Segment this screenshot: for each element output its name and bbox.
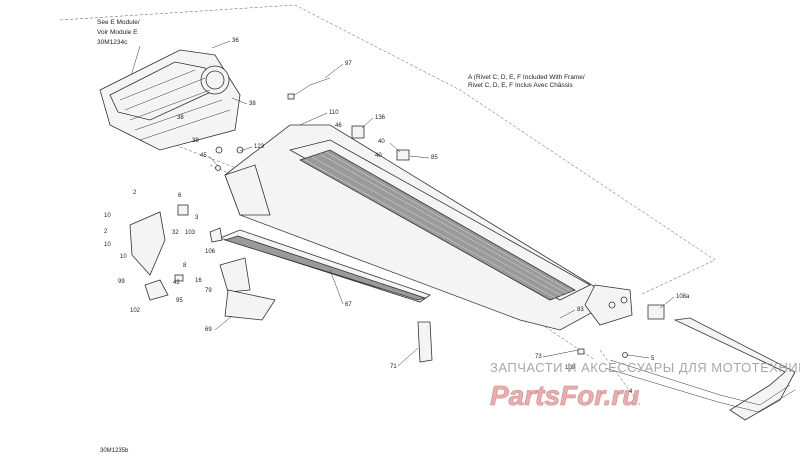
callout-103: 103 [185,230,196,236]
callout-46: 46 [335,123,342,129]
callout-40-b: 40 [375,153,382,159]
watermark: ЗАПЧАСТИ И АКСЕССУАРЫ ДЛЯ МОТОТЕХНИКИ Pa… [490,360,800,411]
rear-bumper [604,317,796,421]
callout-106: 106 [205,249,216,255]
callout-85: 85 [431,155,438,161]
callout-32: 32 [172,230,179,236]
callout-10-c: 10 [120,254,127,260]
callout-71: 71 [390,364,397,370]
callout-4: 4 [629,389,633,395]
callout-8: 8 [183,263,187,269]
callout-99: 99 [118,279,125,285]
callout-97: 97 [345,61,352,67]
callout-83: 83 [577,307,584,313]
callout-16: 16 [195,278,202,284]
left-brackets [129,204,276,321]
callout-45: 45 [200,153,207,159]
callout-10-b: 10 [104,242,111,248]
watermark-logo: PartsFor.ru [490,380,639,411]
callout-108a: 108a [676,294,690,300]
diagram-code: 30M1235b [100,448,129,454]
callout-42: 42 [173,280,180,286]
callout-40-a: 40 [378,139,385,145]
callout-5: 5 [651,356,655,362]
callout-labels: 36 97 38 38 110 136 46 38 40 123 45 85 4… [104,38,690,395]
callout-67: 67 [345,302,352,308]
callout-136: 136 [375,115,386,121]
running-board [218,229,431,303]
rivet-note-line-2: Rivet C, D, E, F Inclus Avec Châssis [468,82,573,89]
front-module-frame [99,49,241,151]
callout-38-a: 38 [249,101,256,107]
tunnel-frame [224,124,633,331]
callout-10-a: 10 [104,213,111,219]
callout-38-b: 38 [177,115,184,121]
module-ref-line-3: 30M1234c [97,39,128,46]
callout-69: 69 [205,327,212,333]
callout-102: 102 [130,308,141,314]
callout-2-b: 2 [104,229,108,235]
watermark-tagline: ЗАПЧАСТИ И АКСЕССУАРЫ ДЛЯ МОТОТЕХНИКИ [490,360,800,375]
callout-36: 36 [232,38,239,44]
callout-110: 110 [329,110,339,116]
callout-2-a: 2 [133,190,137,196]
callout-73: 73 [535,354,542,360]
callout-109: 109 [565,365,576,371]
callout-123: 123 [254,144,265,150]
callout-95: 95 [176,298,183,304]
module-ref-line-1: See E Module/ [97,19,140,26]
callout-leaders [208,40,675,367]
callout-38-c: 38 [192,138,199,144]
callout-79: 79 [205,288,212,294]
module-ref-line-2: Voir Module E [97,29,138,36]
callout-3: 3 [195,215,199,221]
rivet-note-line-1: A (Rivet C, D, E, F Included With Frame/ [468,74,585,81]
callout-6: 6 [178,193,182,199]
small-hardware [215,77,665,363]
